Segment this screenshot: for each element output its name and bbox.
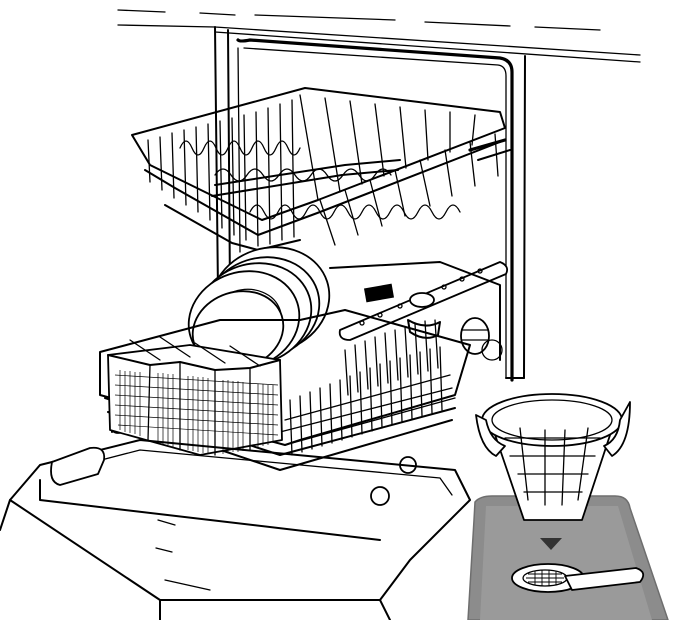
dinner-plates bbox=[187, 246, 331, 370]
filter-cup-icon bbox=[475, 393, 631, 521]
dishwasher-door bbox=[0, 439, 471, 620]
silverware-basket bbox=[107, 336, 283, 456]
down-arrow-icon bbox=[540, 538, 562, 550]
filter-inset-panel bbox=[467, 495, 669, 620]
tub-frame bbox=[214, 26, 526, 382]
countertop-lines bbox=[117, 9, 641, 63]
filter-handle-icon bbox=[511, 563, 645, 593]
upper-rack bbox=[131, 87, 511, 251]
